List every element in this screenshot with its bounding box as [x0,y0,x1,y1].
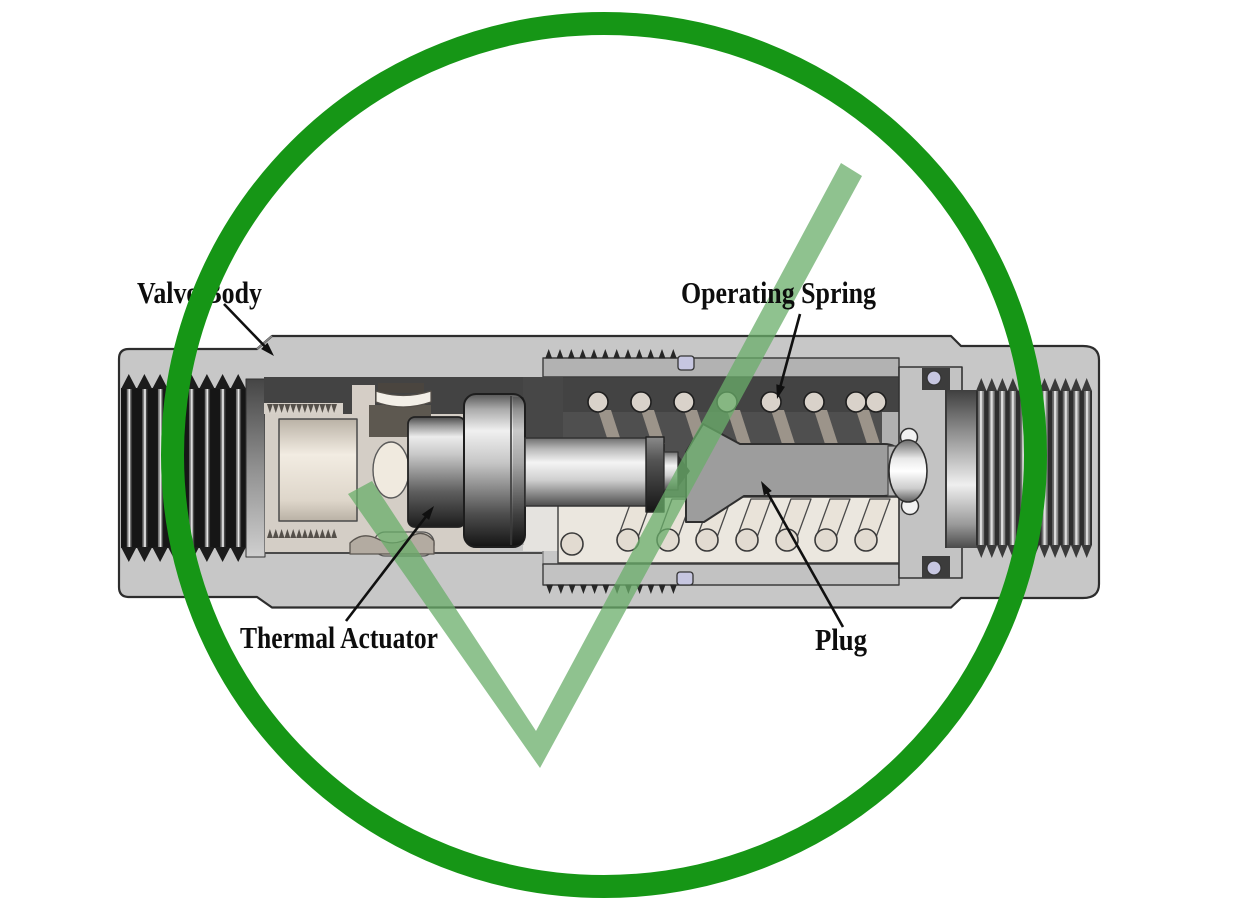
svg-text:Plug: Plug [815,622,867,657]
svg-text:Operating Spring: Operating Spring [681,275,876,310]
svg-text:Thermal Actuator: Thermal Actuator [240,620,438,655]
